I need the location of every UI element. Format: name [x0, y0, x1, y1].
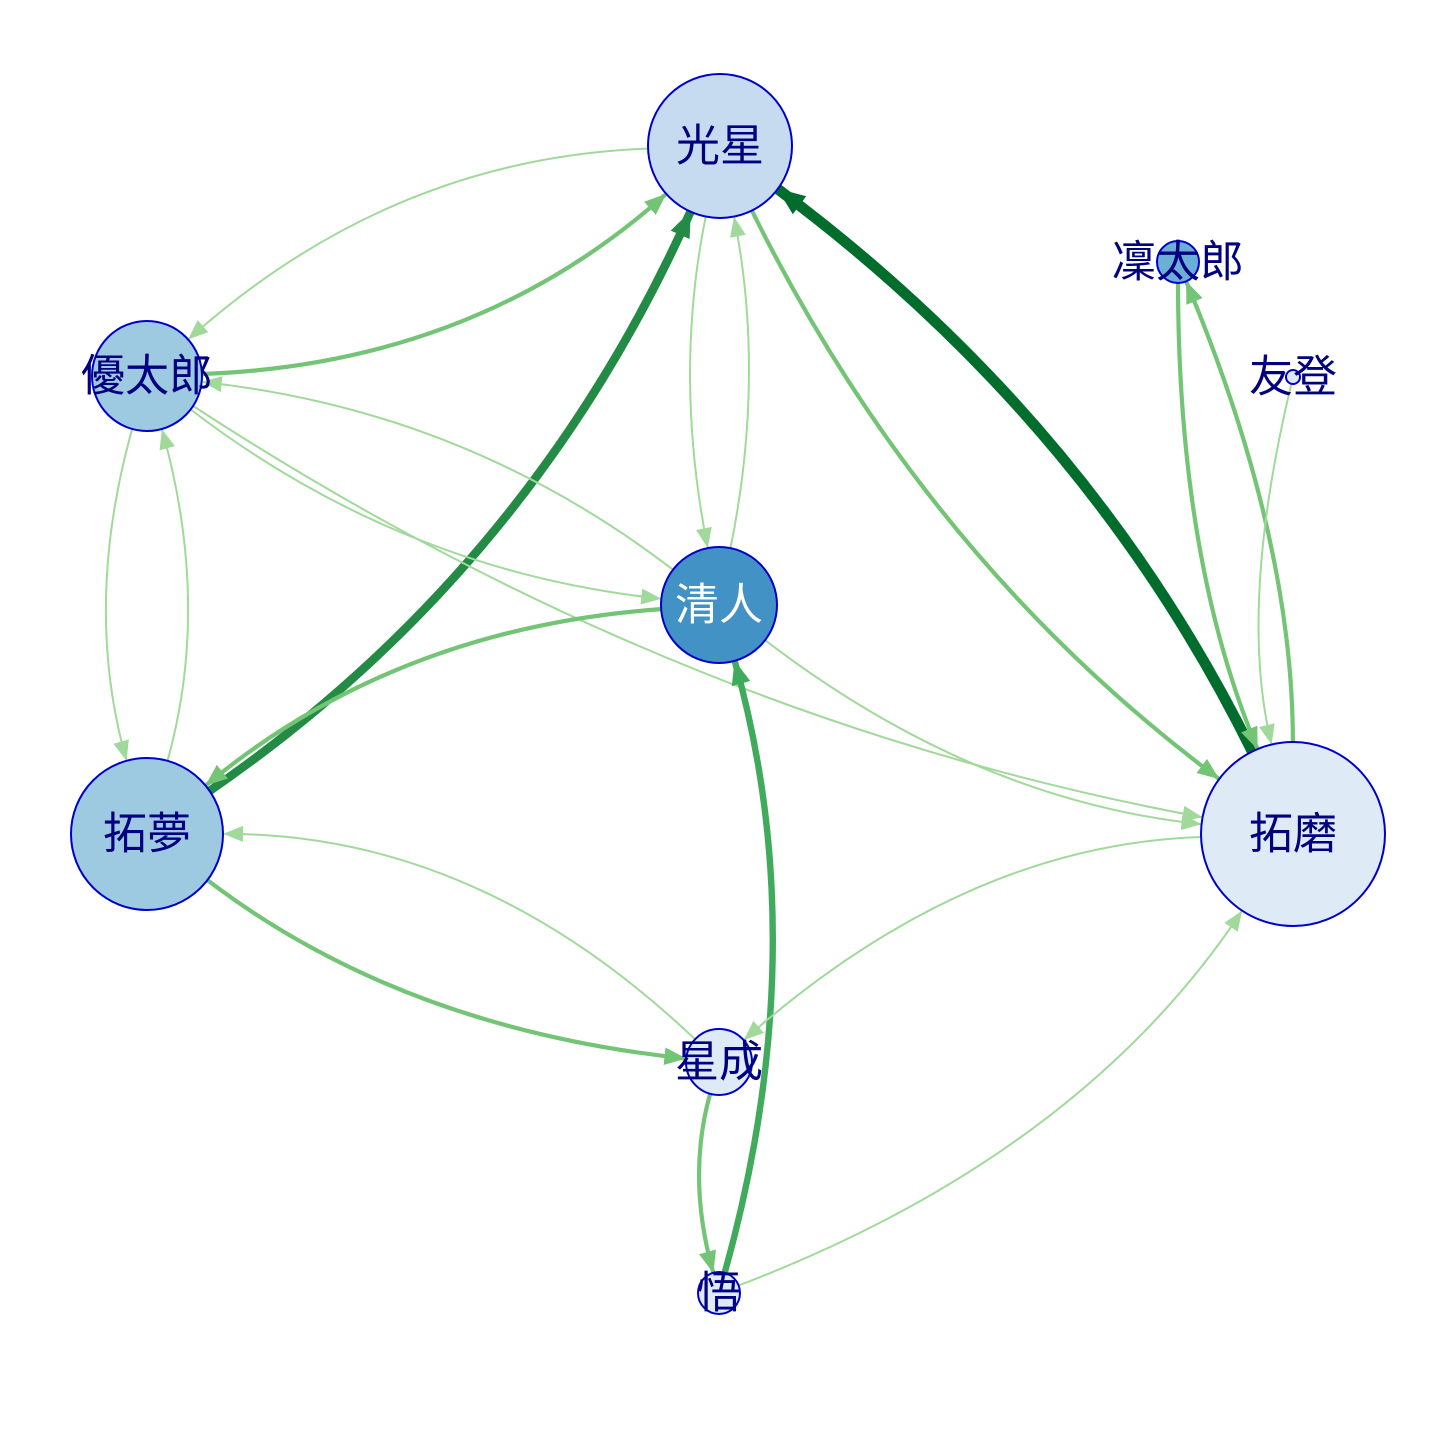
edge-yuto-to-takuma	[1257, 382, 1293, 745]
edge-kosei-to-yutaro	[188, 147, 649, 340]
node-rintaro-label: 凜太郎	[1112, 237, 1244, 288]
node-seina-label: 星成	[675, 1037, 763, 1088]
node-takumu[interactable]: 拓夢	[70, 757, 224, 911]
node-takumu-label: 拓夢	[103, 809, 191, 860]
node-yutaro[interactable]: 優太郎	[81, 320, 213, 432]
edge-yutaro-to-kiyoto	[189, 408, 662, 605]
node-takuma-circle[interactable]	[1200, 741, 1386, 927]
node-rintaro[interactable]: 凜太郎	[1112, 237, 1244, 288]
edge-satoru-to-takuma	[737, 910, 1243, 1287]
node-kiyoto-circle[interactable]	[660, 546, 778, 664]
edge-kiyoto-to-yutaro	[201, 376, 674, 571]
edge-kiyoto-to-takuma	[764, 639, 1202, 831]
node-satoru-circle[interactable]	[697, 1271, 741, 1315]
node-seina-circle[interactable]	[685, 1028, 753, 1096]
node-yutaro-label: 優太郎	[81, 351, 213, 402]
node-takuma-label: 拓磨	[1249, 809, 1337, 860]
edge-takuma-to-kosei	[773, 184, 1258, 757]
edge-takumu-to-yutaro	[159, 428, 190, 762]
node-takuma[interactable]: 拓磨	[1200, 741, 1386, 927]
edge-seina-to-takumu	[223, 825, 697, 1041]
edges-layer	[104, 147, 1295, 1287]
node-yuto-circle[interactable]	[1285, 369, 1301, 385]
node-yuto[interactable]: 友登	[1249, 352, 1337, 403]
node-kosei-label: 光星	[676, 121, 764, 172]
node-satoru[interactable]: 悟	[697, 1268, 741, 1319]
node-yutaro-circle[interactable]	[91, 320, 203, 432]
node-satoru-label: 悟	[697, 1268, 741, 1319]
node-kiyoto-label: 清人	[675, 580, 763, 631]
node-kosei[interactable]: 光星	[647, 73, 793, 219]
edge-yutaro-to-takumu	[104, 428, 134, 761]
node-seina[interactable]: 星成	[675, 1028, 763, 1096]
edge-rintaro-to-takuma	[1175, 280, 1259, 750]
edge-kiyoto-to-takumu	[205, 607, 664, 787]
edge-takuma-to-rintaro	[1184, 281, 1295, 745]
edge-seina-to-satoru	[696, 1091, 716, 1274]
edge-takumu-to-kosei	[205, 209, 694, 796]
node-kosei-circle[interactable]	[647, 73, 793, 219]
node-rintaro-circle[interactable]	[1156, 240, 1200, 284]
edge-satoru-to-kiyoto	[721, 659, 776, 1276]
edge-takumu-to-seina	[205, 878, 687, 1065]
edge-kiyoto-to-kosei	[729, 216, 750, 550]
edge-yutaro-to-takuma	[192, 405, 1203, 822]
node-yuto-label: 友登	[1249, 352, 1337, 403]
edge-takuma-to-seina	[743, 836, 1202, 1041]
edge-yutaro-to-kosei	[199, 193, 667, 377]
node-takumu-circle[interactable]	[70, 757, 224, 911]
edge-kosei-to-kiyoto	[689, 215, 712, 549]
node-kiyoto[interactable]: 清人	[660, 546, 778, 664]
edge-kosei-to-takuma	[749, 208, 1220, 780]
